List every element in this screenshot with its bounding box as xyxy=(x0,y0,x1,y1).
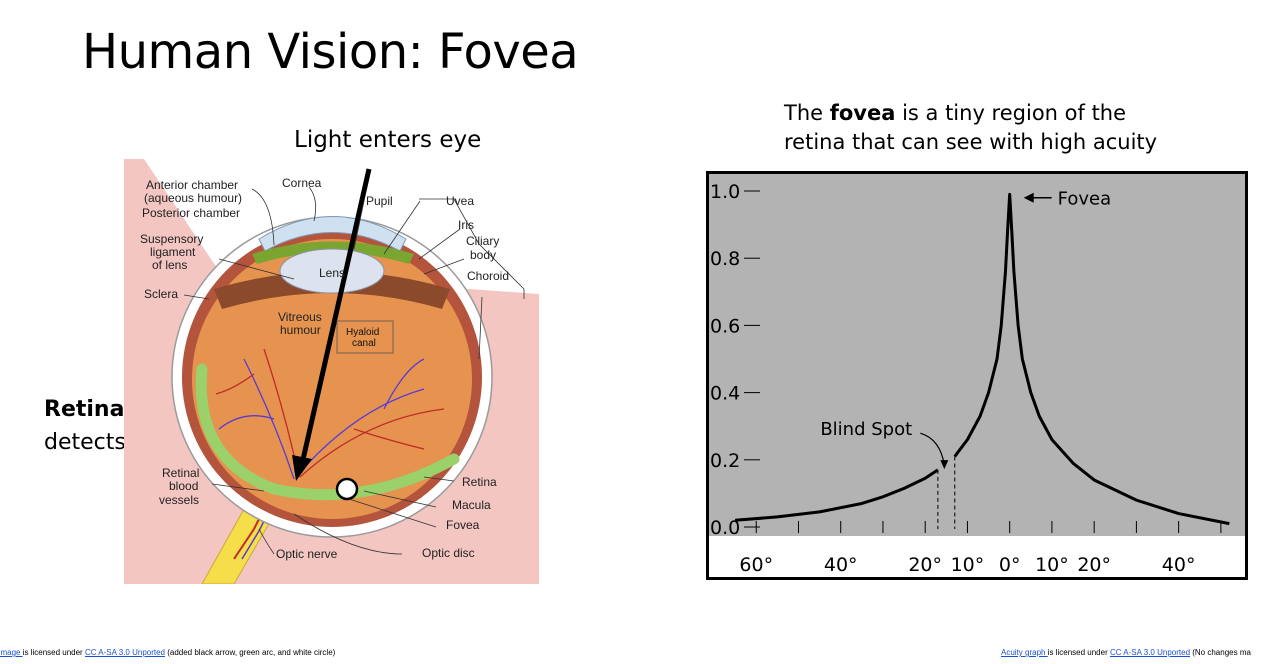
credit-right: Acuity graph is licensed under CC A-SA 3… xyxy=(1001,648,1251,657)
credit-right-graph-link[interactable]: Acuity graph xyxy=(1001,648,1048,657)
label-iris: Iris xyxy=(458,218,474,232)
credit-right-post: (No changes ma xyxy=(1190,648,1251,657)
label-optic-nerve: Optic nerve xyxy=(276,547,338,561)
label-hyaloid-1: Hyaloid xyxy=(346,327,379,338)
credit-right-mid: is licensed under xyxy=(1048,648,1110,657)
x-tick-label: 10° xyxy=(951,554,985,576)
label-suspensory-2: ligament xyxy=(150,245,196,259)
x-tick-label: 60° xyxy=(739,554,773,576)
label-optic-disc: Optic disc xyxy=(422,546,475,560)
credit-left: e image is licensed under CC A-SA 3.0 Un… xyxy=(0,648,335,657)
fovea-caption: The fovea is a tiny region of the retina… xyxy=(784,99,1157,157)
fovea-caption-pre: The xyxy=(784,101,830,125)
label-retinal-vessels-3: vessels xyxy=(159,493,199,507)
label-cornea: Cornea xyxy=(282,176,322,190)
fovea-caption-post: is a tiny region of the xyxy=(895,101,1126,125)
fovea-caption-bold: fovea xyxy=(830,101,896,125)
x-tick-label: 20° xyxy=(908,554,942,576)
y-tick-label: 0.6 xyxy=(710,315,740,337)
label-ciliary-1: Ciliary xyxy=(466,234,499,248)
credit-left-mid: is licensed under xyxy=(23,648,85,657)
label-anterior-1: Anterior chamber xyxy=(146,178,238,192)
blind-spot-annotation: Blind Spot xyxy=(820,419,912,440)
y-tick-label: 1.0 xyxy=(710,181,740,203)
label-suspensory-3: of lens xyxy=(152,258,187,272)
label-uvea: Uvea xyxy=(446,194,474,208)
credit-left-post: (added black arrow, green arc, and white… xyxy=(165,648,335,657)
label-vitreous-1: Vitreous xyxy=(278,310,322,324)
eye-diagram: Anterior chamber (aqueous humour) Poster… xyxy=(124,159,540,584)
light-enters-label: Light enters eye xyxy=(294,127,481,153)
credit-left-image-link[interactable]: e image xyxy=(0,648,23,657)
label-retinal-vessels-2: blood xyxy=(169,479,198,493)
x-tick-label: 40° xyxy=(1162,554,1196,576)
label-anterior-2: (aqueous humour) xyxy=(144,191,242,205)
label-vitreous-2: humour xyxy=(280,323,321,337)
y-tick-label: 0.8 xyxy=(710,248,740,270)
slide-title: Human Vision: Fovea xyxy=(82,24,578,80)
x-tick-label: 20° xyxy=(1077,554,1111,576)
retina-caption-bold: Retina xyxy=(44,397,124,422)
label-hyaloid-2: canal xyxy=(352,338,376,349)
label-macula: Macula xyxy=(452,498,491,512)
label-suspensory-1: Suspensory xyxy=(140,232,203,246)
label-ciliary-2: body xyxy=(470,248,496,262)
label-choroid: Choroid xyxy=(467,269,509,283)
fovea-annotation: Fovea xyxy=(1058,189,1111,210)
credit-right-license-link[interactable]: CC A-SA 3.0 Unported xyxy=(1110,648,1190,657)
x-tick-label: 40° xyxy=(824,554,858,576)
label-retina: Retina xyxy=(462,475,497,489)
fovea-marker xyxy=(337,479,357,499)
label-sclera: Sclera xyxy=(144,287,178,301)
chart-plot-area xyxy=(709,174,1245,536)
x-tick-label: 10° xyxy=(1035,554,1069,576)
label-retinal-vessels-1: Retinal xyxy=(162,466,199,480)
x-tick-label: 0° xyxy=(999,554,1021,576)
credit-left-license-link[interactable]: CC A-SA 3.0 Unported xyxy=(85,648,165,657)
fovea-caption-line2: retina that can see with high acuity xyxy=(784,130,1157,154)
label-fovea: Fovea xyxy=(446,518,480,532)
label-pupil: Pupil xyxy=(366,194,393,208)
y-tick-label: 0.4 xyxy=(710,383,740,405)
label-posterior: Posterior chamber xyxy=(142,206,240,220)
y-tick-label: 0.2 xyxy=(710,450,740,472)
acuity-chart: 0.00.20.40.60.81.060°40°20°10°0°10°20°40… xyxy=(706,171,1248,581)
label-lens: Lens xyxy=(319,266,345,280)
